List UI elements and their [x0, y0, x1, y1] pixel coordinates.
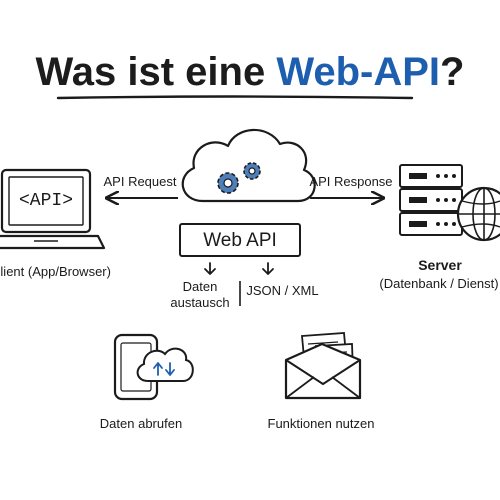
gear-large-icon: [217, 172, 239, 194]
laptop-icon: [0, 168, 106, 250]
page-title: Was ist eine Web-API?: [0, 46, 500, 98]
title-suffix: ?: [440, 50, 465, 94]
globe-icon: [456, 186, 500, 242]
client-label: Client (App/Browser): [0, 264, 111, 279]
server-sublabel: (Datenbank / Dienst): [379, 276, 499, 291]
laptop-screen-text: <API>: [18, 191, 73, 211]
web-api-box: [179, 223, 301, 257]
api-request-label: API Request: [103, 174, 177, 189]
cloud-gears-icon: [181, 128, 316, 203]
title-underline: [56, 95, 414, 100]
down-arrow-icon: [204, 262, 216, 275]
cloud-sync-icon: [136, 347, 194, 382]
exchange-label-line2: austausch: [170, 295, 230, 310]
title-prefix: Was ist eine: [35, 50, 277, 94]
server-label: Server: [418, 257, 462, 273]
fetch-data-label: Daten abrufen: [99, 416, 183, 431]
down-arrow-icon: [262, 262, 274, 275]
server-icon: [399, 164, 463, 236]
use-functions-label: Funktionen nutzen: [267, 416, 375, 431]
exchange-label-line1: Daten: [182, 279, 218, 294]
gear-small-icon: [243, 162, 261, 180]
api-response-label: API Response: [309, 174, 393, 189]
title-highlight: Web-API: [276, 50, 441, 94]
envelope-documents-icon: [284, 332, 362, 400]
web-api-label: Web API: [203, 230, 277, 251]
format-label: JSON / XML: [246, 283, 319, 298]
